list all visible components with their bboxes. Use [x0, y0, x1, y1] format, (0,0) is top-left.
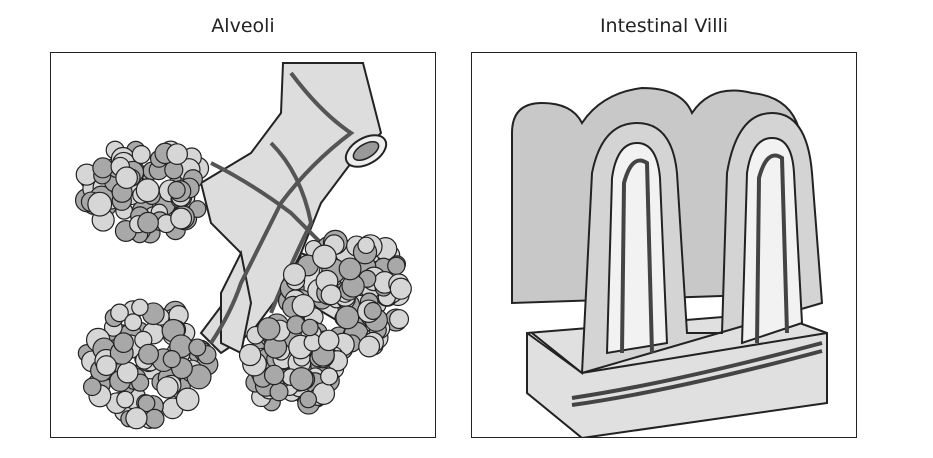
alveolus: [137, 394, 156, 413]
alveolus: [110, 303, 129, 323]
alveolus: [115, 166, 138, 190]
alveolus: [269, 382, 289, 402]
alveolus: [320, 284, 342, 306]
alveolus: [166, 143, 189, 165]
alveolus: [144, 408, 165, 429]
alveoli-illustration: [74, 62, 412, 430]
alveolus: [138, 343, 159, 365]
alveolus: [167, 180, 186, 200]
alveolus: [125, 407, 148, 430]
alveolus: [387, 256, 406, 275]
alveolar-sac-cluster: [74, 140, 210, 244]
capillaries: [571, 153, 823, 407]
alveolus: [82, 377, 102, 397]
alveolus: [299, 390, 318, 409]
alveolus: [156, 376, 179, 399]
alveolus: [257, 317, 281, 341]
alveolar-sac-cluster: [238, 313, 349, 415]
villi-panel: [471, 52, 857, 438]
alveolus: [357, 236, 375, 255]
alveoli-title: Alveoli: [211, 15, 275, 37]
alveolus: [162, 350, 181, 369]
alveolus: [312, 244, 337, 270]
alveolus: [170, 207, 193, 230]
alveolus: [188, 338, 207, 357]
alveolus: [389, 309, 410, 330]
alveolus: [137, 211, 159, 234]
alveolus: [389, 277, 412, 300]
alveolus: [87, 191, 113, 217]
alveolus: [263, 364, 285, 386]
alveolus: [289, 367, 314, 392]
villi-illustration: [511, 86, 828, 437]
alveolus: [175, 387, 200, 412]
alveolus: [291, 293, 316, 318]
alveolus: [358, 335, 381, 358]
alveolus: [131, 145, 151, 165]
alveolus: [113, 332, 134, 354]
bronchus-opening: [344, 134, 388, 168]
alveolus: [135, 178, 160, 203]
alveolus: [124, 313, 143, 332]
alveolus: [320, 367, 339, 386]
alveolus: [116, 390, 135, 409]
alveolus: [363, 301, 382, 321]
alveolus: [282, 262, 306, 287]
alveolus: [317, 329, 340, 352]
alveolus: [238, 343, 262, 367]
alveolus: [95, 355, 117, 377]
alveoli-panel: [50, 52, 436, 438]
intestinal-villi-title: Intestinal Villi: [599, 15, 729, 37]
alveolus: [131, 298, 149, 317]
alveolar-sac-cluster: [77, 298, 219, 430]
alveolus: [301, 318, 319, 337]
alveolus: [116, 361, 139, 384]
alveolar-sac-cluster: [277, 229, 412, 360]
alveolus: [92, 157, 114, 179]
alveolus: [338, 257, 362, 281]
alveolus: [335, 305, 360, 330]
